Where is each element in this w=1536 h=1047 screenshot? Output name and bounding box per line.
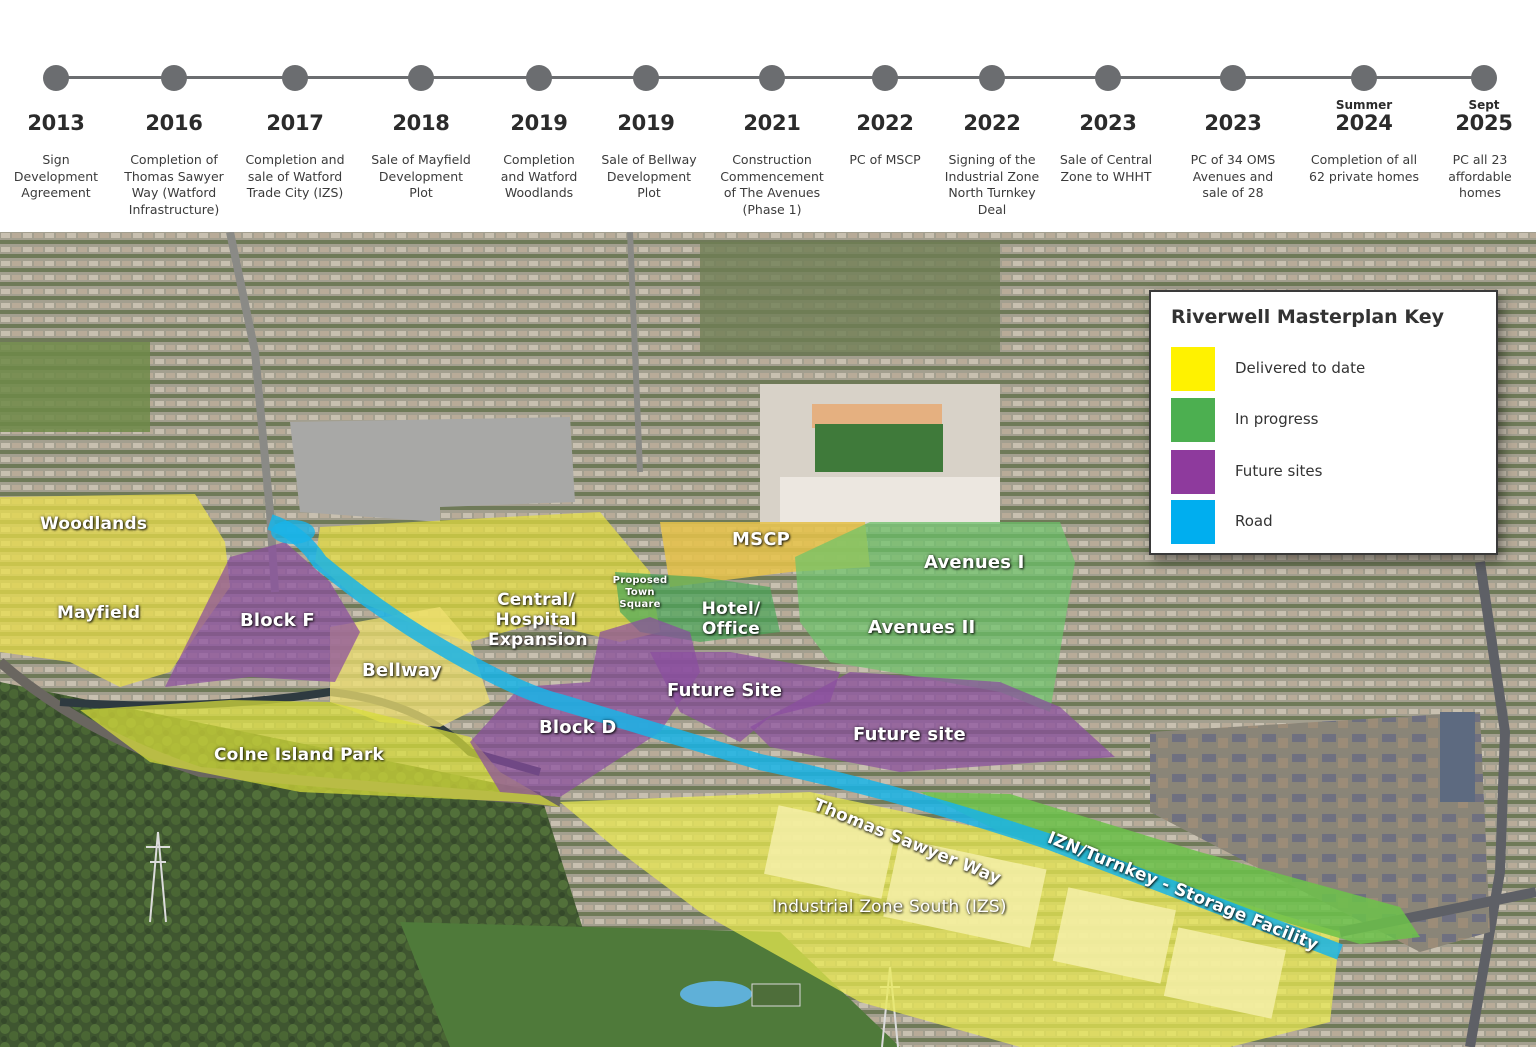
- milestone-year: 2019: [617, 111, 675, 135]
- milestone-year: 2024: [1335, 111, 1393, 135]
- green-swatch-icon: [1171, 398, 1215, 442]
- milestone-year: 2023: [1079, 111, 1137, 135]
- milestone-description: PC of 34 OMS Avenues and sale of 28: [1190, 152, 1276, 200]
- milestone-description: Completion of Thomas Sawyer Way (Watford…: [124, 152, 224, 217]
- legend-label: Future sites: [1235, 462, 1323, 480]
- milestone-dot-icon: [526, 65, 552, 91]
- milestone-description: Completion of all 62 private homes: [1309, 152, 1419, 184]
- milestone-dot-icon: [1220, 65, 1246, 91]
- milestone-dot-icon: [43, 65, 69, 91]
- legend-item-delivered: Delivered to date: [1171, 347, 1491, 391]
- zone-avenues: [795, 522, 1075, 712]
- milestone-description: Sign Development Agreement: [13, 152, 99, 200]
- label-central-hospital-expansion: Central/ Hospital Expansion: [488, 590, 588, 650]
- zone-future-site-2: [750, 672, 1115, 772]
- zone-mscp: [660, 522, 870, 587]
- milestone-year: 2016: [145, 111, 203, 135]
- milestone-year: 2019: [510, 111, 568, 135]
- label-future-site-1: Future Site: [667, 680, 783, 701]
- milestone-dot-icon: [979, 65, 1005, 91]
- legend-label: Road: [1235, 512, 1273, 530]
- milestone-dot-icon: [1095, 65, 1121, 91]
- milestone-year: 2025: [1455, 111, 1513, 135]
- milestone-year: 2022: [856, 111, 914, 135]
- milestone-description: Sale of Mayfield Development Plot: [371, 152, 471, 200]
- milestone-description: PC all 23 affordable homes: [1448, 152, 1512, 200]
- legend-label: In progress: [1235, 410, 1319, 428]
- label-woodlands: Woodlands: [40, 514, 148, 534]
- road-thomas-sawyer-way: [267, 514, 1343, 960]
- milestone-season: Summer: [1335, 98, 1393, 112]
- milestone-description: Sale of Central Zone to WHHT: [1059, 152, 1153, 184]
- zone-block-f: [165, 542, 360, 687]
- milestone-description: Completion and Watford Woodlands: [500, 152, 578, 200]
- milestone-year: 2013: [27, 111, 85, 135]
- legend-item-future-sites: Future sites: [1171, 450, 1491, 494]
- label-avenues-1: Avenues I: [924, 552, 1025, 573]
- legend-label: Delivered to date: [1235, 359, 1366, 377]
- zone-bellway: [330, 607, 490, 727]
- blue-swatch-icon: [1171, 500, 1215, 544]
- zone-izn-turnkey: [920, 792, 1420, 944]
- milestone-dot-icon: [1351, 65, 1377, 91]
- label-colne-island-park: Colne Island Park: [214, 745, 385, 765]
- milestone-season: Sept: [1468, 98, 1500, 112]
- label-future-site-2: Future site: [853, 724, 966, 745]
- milestone-description: Completion and sale of Watford Trade Cit…: [245, 152, 345, 200]
- label-mscp: MSCP: [732, 529, 791, 550]
- milestone-description: Construction Commencement of The Avenues…: [720, 152, 824, 217]
- milestone-description: Signing of the Industrial Zone North Tur…: [944, 152, 1040, 217]
- milestone-dot-icon: [282, 65, 308, 91]
- masterplan-key-legend: Riverwell Masterplan Key Delivered to da…: [1149, 290, 1498, 555]
- milestone-year: 2022: [963, 111, 1021, 135]
- zone-woodlands-mayfield: [0, 494, 230, 687]
- label-hotel-office: Hotel/ Office: [701, 599, 761, 639]
- zone-central-delivered: [315, 512, 660, 642]
- zone-colne-island-park: [80, 700, 560, 807]
- label-industrial-zone-south: Industrial Zone South (IZS): [772, 897, 1007, 917]
- milestone-dot-icon: [408, 65, 434, 91]
- zone-future-site-1: [650, 652, 840, 742]
- milestone-year: 2018: [392, 111, 450, 135]
- milestone-year: 2023: [1204, 111, 1262, 135]
- label-mayfield: Mayfield: [57, 603, 141, 623]
- label-block-f: Block F: [240, 610, 315, 631]
- label-avenues-2: Avenues II: [868, 617, 976, 638]
- milestone-description: Sale of Bellway Development Plot: [601, 152, 697, 200]
- milestone-year: 2017: [266, 111, 324, 135]
- label-block-d: Block D: [539, 717, 617, 738]
- milestone-dot-icon: [161, 65, 187, 91]
- yellow-swatch-icon: [1171, 347, 1215, 391]
- milestone-dot-icon: [1471, 65, 1497, 91]
- label-proposed-town-square: Proposed Town Square: [612, 575, 668, 610]
- milestone-dot-icon: [633, 65, 659, 91]
- milestone-dot-icon: [872, 65, 898, 91]
- milestone-description: PC of MSCP: [849, 152, 921, 167]
- milestone-dot-icon: [759, 65, 785, 91]
- milestone-year: 2021: [743, 111, 801, 135]
- aerial-photo-background: [0, 232, 1536, 1047]
- legend-title: Riverwell Masterplan Key: [1171, 306, 1444, 328]
- project-timeline: 2013 Sign Development Agreement 2016 Com…: [0, 0, 1536, 232]
- legend-item-in-progress: In progress: [1171, 398, 1491, 442]
- label-bellway: Bellway: [362, 660, 442, 681]
- legend-item-road: Road: [1171, 500, 1491, 544]
- purple-swatch-icon: [1171, 450, 1215, 494]
